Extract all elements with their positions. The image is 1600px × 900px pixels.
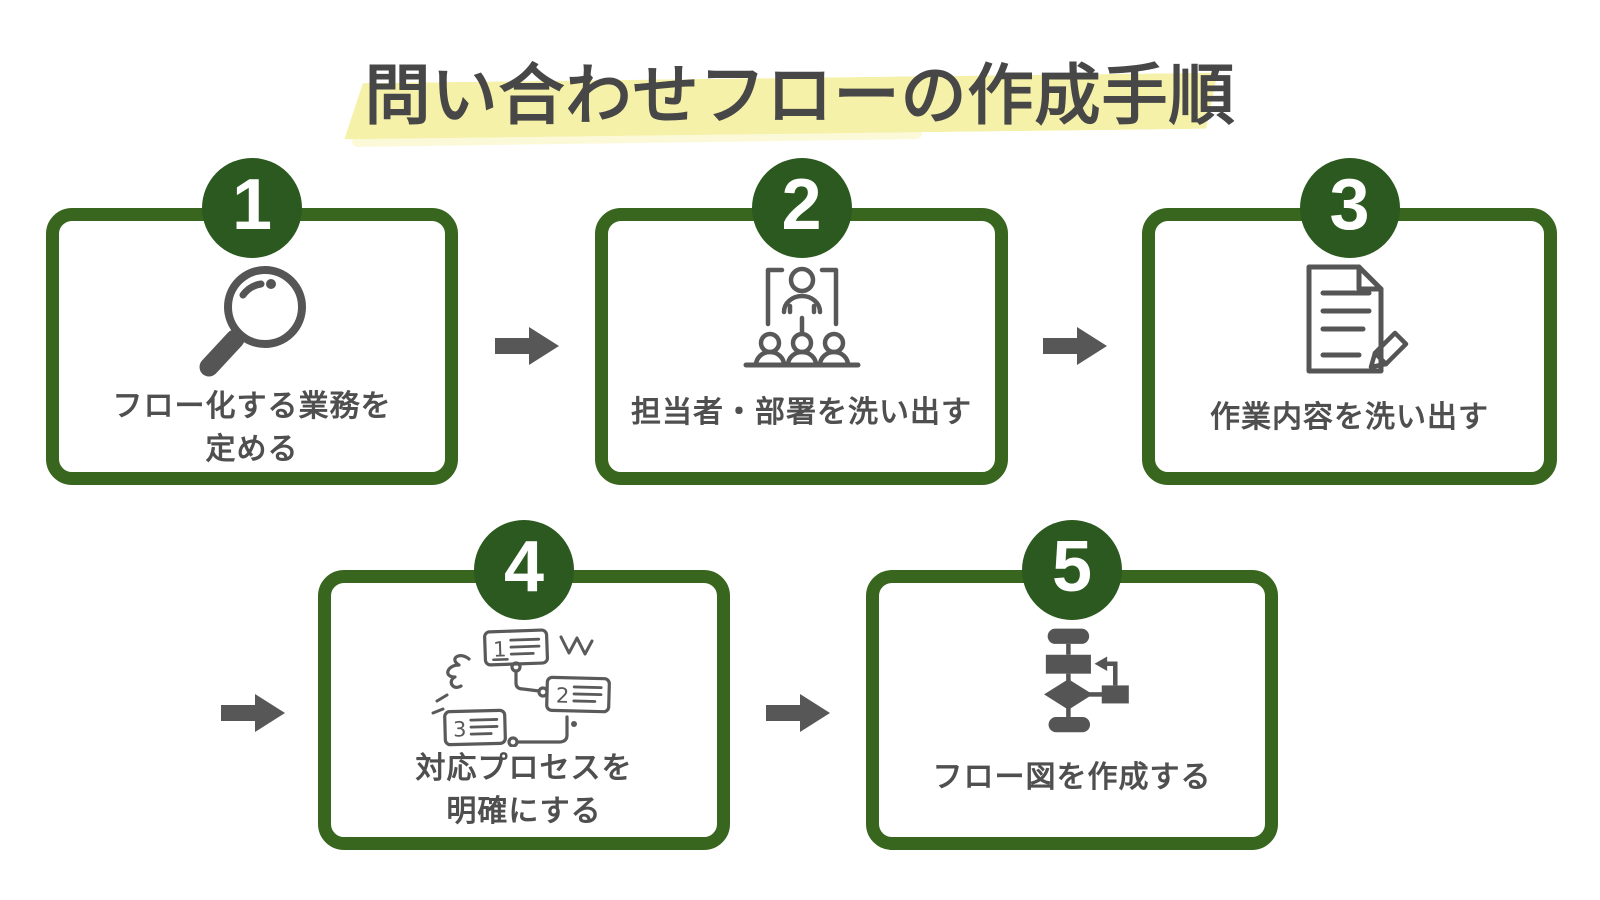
- sketch-digit-2: 2: [556, 683, 570, 707]
- step-3-icon-area: [1287, 263, 1413, 375]
- step-5-label-line: フロー図を作成する: [932, 761, 1212, 795]
- step-card-2: 2 担当者・部: [595, 158, 1008, 485]
- step-5-label: フロー図を作成する: [933, 735, 1212, 821]
- arrow-step4-to-step5: [766, 693, 830, 733]
- step-3-number-badge: 3: [1299, 158, 1400, 258]
- step-4-icon-area: 1 2 3: [429, 625, 619, 747]
- step-2-label: 担当者・部署を洗い出す: [631, 370, 972, 456]
- step-2-number: 2: [781, 165, 822, 245]
- step-card-3: 3 作業内容を洗い出す: [1142, 158, 1557, 485]
- step-2-number-badge: 2: [751, 158, 852, 258]
- step-4-number-badge: 4: [474, 520, 574, 620]
- step-1-number: 1: [231, 165, 273, 245]
- document-pencil-icon: [1306, 264, 1408, 374]
- step-5-icon-area: [1013, 625, 1131, 735]
- step-1-label-line: 定める: [205, 433, 299, 466]
- step-4-label-line: 明確にする: [446, 795, 602, 828]
- step-4-label: 対応プロセスを 明確にする: [416, 747, 633, 833]
- arrow-step2-to-step3: [1043, 326, 1107, 366]
- flowchart-icon: [1044, 628, 1129, 733]
- step-3-label-line: 作業内容を洗い出す: [1210, 401, 1489, 435]
- step-1-number-badge: 1: [202, 158, 302, 258]
- sketch-digit-1: 1: [493, 637, 507, 661]
- step-1-label: フロー化する業務を 定める: [113, 385, 392, 471]
- arrow-into-step4: [221, 693, 285, 733]
- step-2-label-line: 担当者・部署を洗い出す: [631, 396, 972, 430]
- step-1-label-line: フロー化する業務を: [112, 389, 392, 423]
- step-3-label: 作業内容を洗い出す: [1210, 375, 1489, 461]
- step-card-1: 1 フロー化する業務を 定める: [46, 158, 458, 485]
- step-5-number-badge: 5: [1022, 520, 1122, 620]
- magnifier-icon: [199, 266, 306, 377]
- arrow-step1-to-step2: [495, 326, 559, 366]
- step-card-4: 4 1 2: [318, 520, 730, 850]
- step-4-label-line: 対応プロセスを: [415, 751, 633, 785]
- step-4-number: 4: [503, 527, 545, 607]
- step-card-5: 5 フロー図を作成する: [866, 520, 1278, 850]
- org-chart-icon: [743, 266, 860, 367]
- step-2-icon-area: [740, 263, 864, 370]
- step-1-icon-area: [191, 263, 313, 385]
- step-5-number: 5: [1051, 527, 1093, 607]
- step-3-number: 3: [1329, 165, 1370, 245]
- numbered-steps-sketch-icon: 1 2 3: [431, 628, 611, 747]
- sketch-digit-3: 3: [453, 717, 467, 741]
- page-title: 問い合わせフローの作成手順: [364, 58, 1236, 132]
